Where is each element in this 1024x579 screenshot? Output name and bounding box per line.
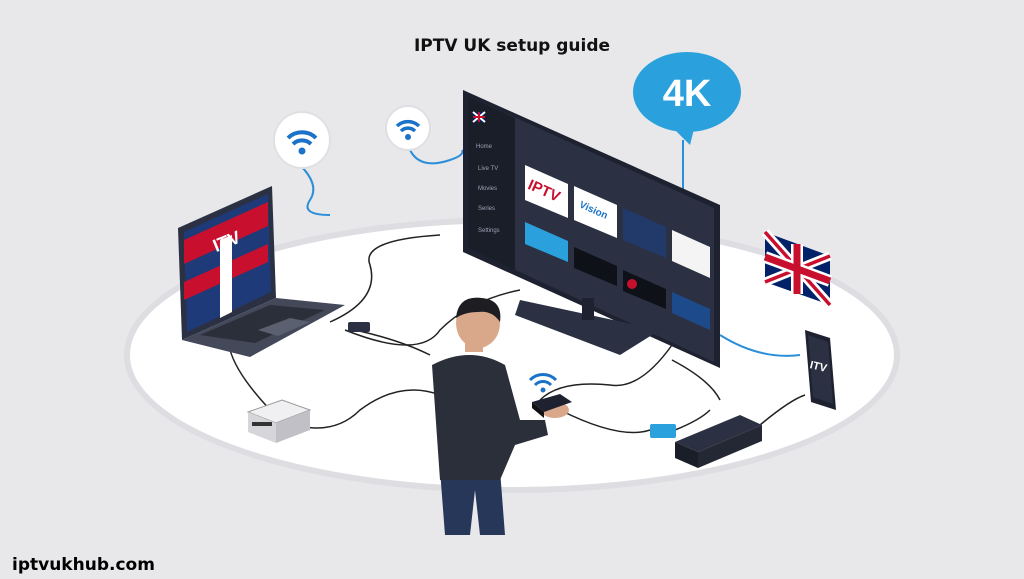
remote-device[interactable] bbox=[532, 394, 572, 418]
tv-menu-item-5[interactable]: Settings bbox=[478, 228, 500, 234]
tv-tile-vision[interactable]: Vision bbox=[574, 186, 617, 238]
tv-stand bbox=[515, 300, 660, 355]
wifi-icon bbox=[528, 373, 558, 393]
television: Home Live TV Movies Series Settings IPTV… bbox=[463, 90, 720, 368]
person bbox=[432, 297, 569, 535]
tv-tile[interactable] bbox=[672, 292, 710, 330]
tv-tile-iptv[interactable]: IPTV bbox=[525, 165, 568, 218]
cables bbox=[227, 234, 806, 434]
4k-badge: 4K bbox=[633, 52, 741, 145]
streaming-box bbox=[675, 415, 762, 468]
flag-icon bbox=[472, 111, 486, 123]
4k-badge-label: 4K bbox=[663, 73, 712, 115]
tv-tile[interactable] bbox=[574, 247, 617, 286]
tv-menu-item-3[interactable]: Movies bbox=[478, 186, 497, 192]
wifi-icon bbox=[273, 111, 331, 169]
cable-connector bbox=[348, 322, 370, 332]
uk-flag-icon bbox=[761, 229, 834, 308]
signal-lines bbox=[299, 140, 801, 357]
tv-menu-item-2[interactable]: Live TV bbox=[478, 166, 498, 172]
tv-tile-logo bbox=[627, 279, 637, 289]
site-url: iptvukhub.com bbox=[12, 555, 155, 575]
page-title: IPTV UK setup guide bbox=[413, 36, 611, 56]
tv-tile[interactable] bbox=[672, 230, 710, 278]
laptop: ITV bbox=[178, 186, 345, 357]
tv-tile[interactable] bbox=[623, 208, 666, 258]
tv-menu-item-1[interactable]: Home bbox=[476, 144, 493, 150]
hdmi-adapter bbox=[650, 424, 676, 438]
wifi-icon bbox=[385, 105, 431, 151]
tv-tile[interactable] bbox=[525, 222, 568, 262]
router-box bbox=[246, 399, 312, 443]
tv-menu-item-4[interactable]: Series bbox=[478, 206, 495, 212]
smartphone: ITV bbox=[805, 330, 836, 410]
phone-screen-label: ITV bbox=[809, 359, 829, 375]
